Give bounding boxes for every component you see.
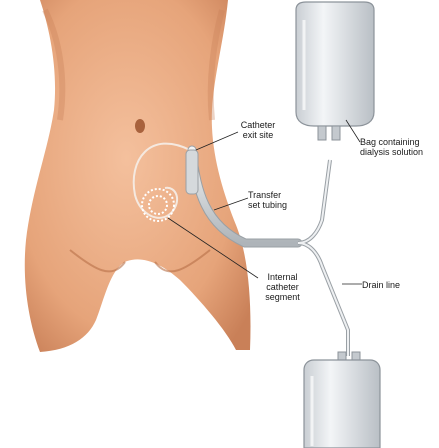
dialysis-solution-bag [296,2,374,140]
label-bag-containing-solution: Bag containing dialysis solution [360,137,438,157]
label-transfer-set-tubing: Transfer set tubing [248,190,308,210]
navel [135,119,145,133]
label-internal-catheter-segment: Internal catheter segment [255,272,310,302]
drain-bag [304,352,380,448]
label-catheter-exit-site: Catheter exit site [238,120,278,140]
label-drain-line: Drain line [362,280,422,290]
